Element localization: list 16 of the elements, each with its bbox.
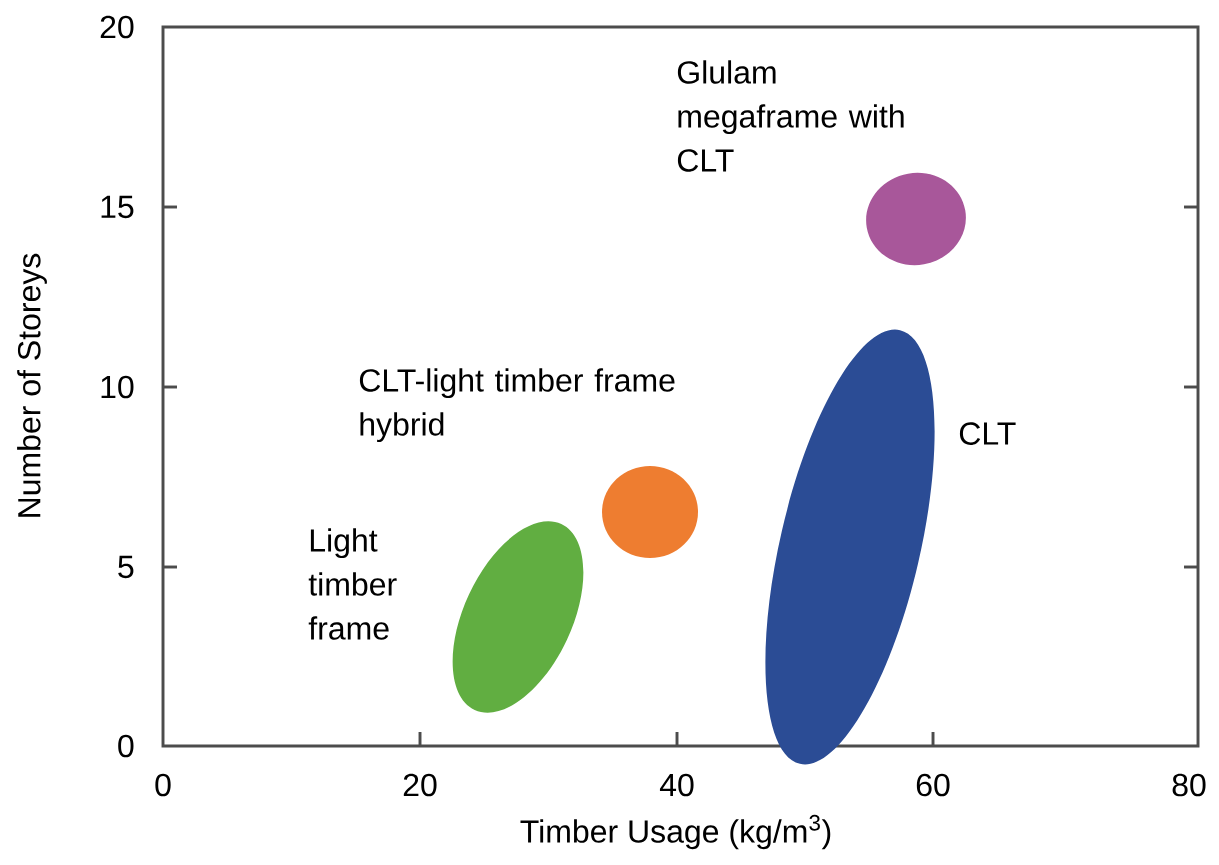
axis-title: Number of Storeys xyxy=(17,253,47,517)
axis-title: Timber Usage (kg/m$^{3}$) xyxy=(520,814,831,850)
tick-label: 80 xyxy=(1172,773,1206,797)
tick-label: 60 xyxy=(916,773,950,797)
region-label: Glulam megaframe with CLT xyxy=(677,60,904,172)
tick-label: 0 xyxy=(155,773,171,797)
region-label: CLT xyxy=(959,422,1016,445)
region-label: CLT-light timber frame hybrid xyxy=(359,368,675,443)
region-label: Light timber frame xyxy=(308,528,397,640)
tick-label: 20 xyxy=(403,773,437,797)
tick-label: 20 xyxy=(100,15,134,39)
tick-label: 40 xyxy=(659,773,694,797)
tick-label: 0 xyxy=(118,734,134,758)
tick-label: 15 xyxy=(101,195,134,219)
tick-label: 10 xyxy=(101,375,134,399)
tick-label: 5 xyxy=(118,555,134,579)
